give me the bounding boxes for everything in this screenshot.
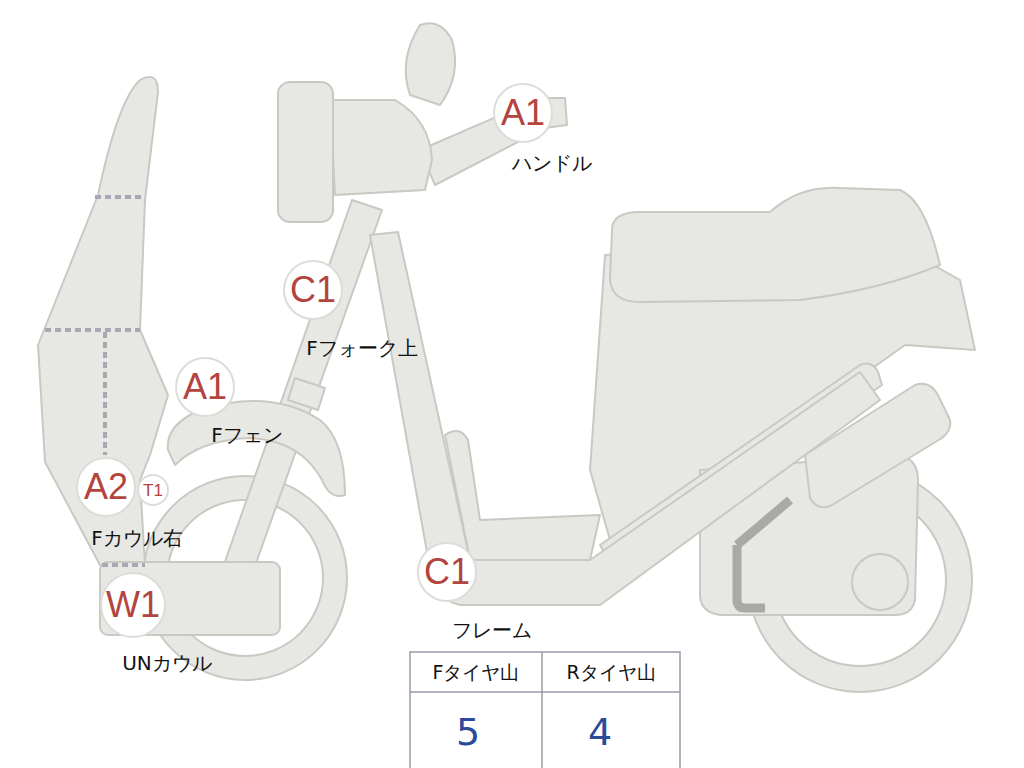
damage-callout-circle: C1Fフォーク上 <box>283 260 343 320</box>
handle-cover <box>330 100 432 195</box>
part-name: UNカウル <box>122 650 212 677</box>
table-value: 5 <box>456 713 480 751</box>
part-name: Fフォーク上 <box>306 335 418 362</box>
damage-code: W1 <box>106 587 160 623</box>
mirror <box>406 23 455 105</box>
part-name: フレーム <box>452 617 532 644</box>
panel-seam <box>103 332 107 455</box>
tire-table <box>410 652 680 768</box>
damage-code: A2 <box>84 469 128 505</box>
floor <box>445 431 600 560</box>
headlight <box>278 82 333 222</box>
front-cowl <box>38 77 168 565</box>
part-name: Fカウル右 <box>91 525 183 552</box>
damage-callout-circle: A2Fカウル右 <box>76 457 136 517</box>
seat <box>610 188 940 302</box>
part-name: ハンドル <box>512 150 592 177</box>
damage-callout-circle: A1Fフェン <box>175 357 235 417</box>
damage-code: A1 <box>183 369 227 405</box>
exhaust-pipe <box>737 545 765 608</box>
fork-collar <box>288 378 325 410</box>
damage-callout-circle: W1UNカウル <box>100 572 166 638</box>
part-name: Fフェン <box>211 422 283 449</box>
rear-hub <box>852 554 908 610</box>
damage-callout-circle: C1フレーム <box>417 542 477 602</box>
panel-seam <box>102 563 145 567</box>
damage-code: C1 <box>290 272 336 308</box>
table-rule <box>410 691 680 693</box>
damage-code: T1 <box>143 482 163 499</box>
panel-seam <box>95 195 142 199</box>
damage-callout-circle: T1 <box>137 474 169 506</box>
damage-callout-circle: A1ハンドル <box>493 83 553 143</box>
front-fork <box>222 200 382 580</box>
table-header: Rタイヤ山 <box>566 663 655 682</box>
table-rule <box>541 652 543 768</box>
main-frame <box>370 232 880 605</box>
exhaust-pipe <box>737 500 790 545</box>
damage-code: A1 <box>501 95 545 131</box>
table-value: 4 <box>588 713 612 751</box>
damage-code: C1 <box>424 554 470 590</box>
table-header: Fタイヤ山 <box>433 663 520 682</box>
panel-seam <box>45 328 140 332</box>
